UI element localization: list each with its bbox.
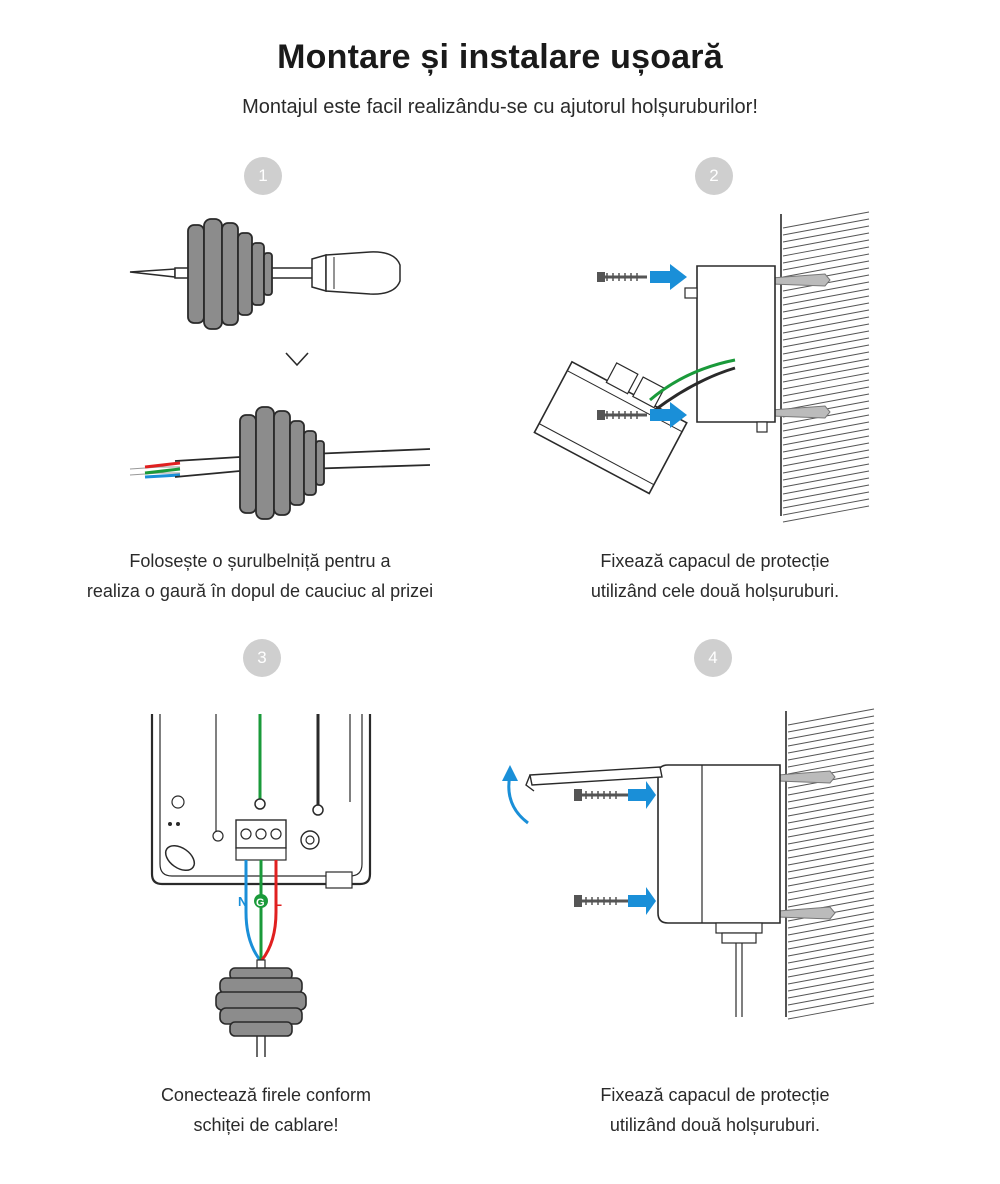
step-4-caption-line-2: utilizând două holșuruburi.	[609, 1115, 821, 1135]
wire-label-live: L	[274, 894, 282, 909]
step-2-caption: Fixează capacul de protecție utilizând c…	[505, 546, 925, 606]
step-1-illustration	[129, 218, 431, 520]
step-1-badge: 1	[244, 157, 282, 195]
step-2-caption-line-1: Fixează capacul de protecție	[600, 551, 830, 571]
step-3-caption: Conectează firele conform schiței de cab…	[56, 1080, 476, 1140]
screw-icon	[597, 272, 647, 282]
arrow-right-icon	[628, 781, 656, 809]
step-3-badge: 3	[243, 639, 281, 677]
step-2-badge: 2	[695, 157, 733, 195]
page-subtitle: Montajul este facil realizându-se cu aju…	[242, 96, 758, 118]
step-3-caption-line-1: Conectează firele conform	[160, 1085, 372, 1105]
step-2-illustration	[533, 211, 870, 523]
rubber-plug-icon	[187, 218, 273, 330]
step-4-badge: 4	[694, 639, 732, 677]
step-3-illustration: N G L	[150, 714, 372, 1057]
step-1-caption-line-1: Folosește o șurulbelniță pentru a	[129, 551, 391, 571]
screw-icon	[597, 410, 647, 420]
step-4-illustration	[502, 708, 875, 1020]
step-4-caption-line-1: Fixează capacul de protecție	[600, 1085, 830, 1105]
wall-hatch-icon	[787, 708, 875, 1020]
rubber-plug-icon	[215, 967, 307, 1037]
arrow-right-icon	[628, 887, 656, 915]
screw-icon	[574, 895, 630, 907]
step-3-caption-line-2: schiței de cablare!	[193, 1115, 339, 1135]
step-1-caption-line-2: realiza o gaură în dopul de cauciuc al p…	[86, 581, 434, 601]
wire-label-ground: G	[256, 897, 265, 909]
wall-hatch-icon	[782, 211, 870, 523]
step-1-caption: Folosește o șurulbelniță pentru a realiz…	[50, 546, 470, 606]
rotate-arrow-icon	[502, 765, 529, 825]
rubber-plug-icon	[239, 406, 325, 520]
chevron-down-icon	[285, 352, 309, 367]
screw-icon	[574, 789, 630, 801]
step-2-caption-line-2: utilizând cele două holșuruburi.	[590, 581, 840, 601]
step-4-caption: Fixează capacul de protecție utilizând d…	[505, 1080, 925, 1140]
page-title: Montare și instalare ușoară	[277, 38, 723, 76]
arrow-right-icon	[650, 402, 687, 428]
wire-label-neutral: N	[238, 894, 247, 909]
arrow-right-icon	[650, 264, 687, 290]
